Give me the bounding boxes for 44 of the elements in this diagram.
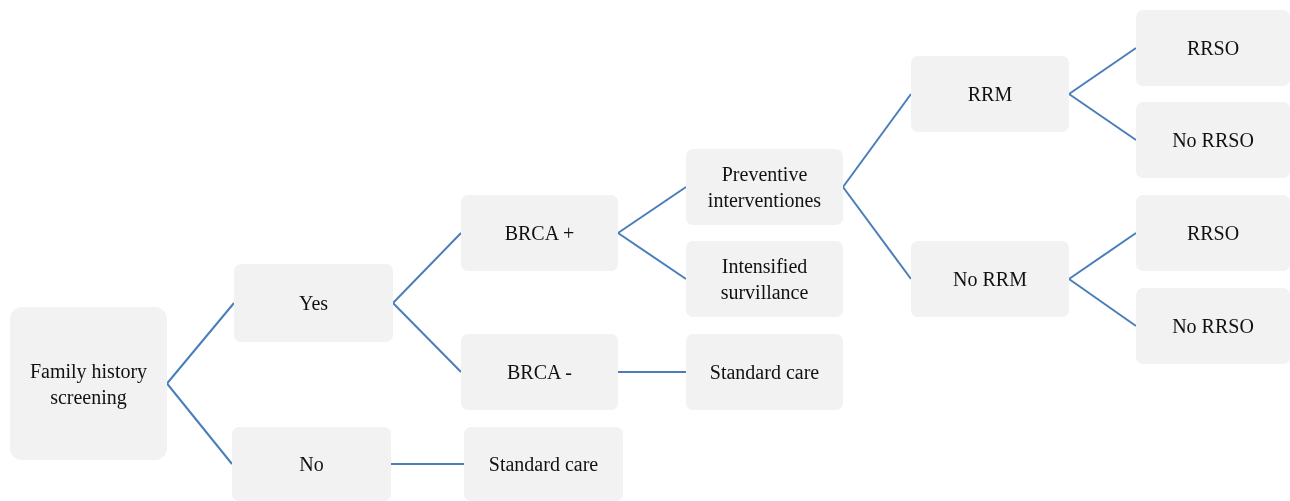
node-label: Standard care [488,452,599,477]
process-box [686,241,843,317]
node-label: No RRM [953,267,1027,292]
node-label: RRSO [1186,36,1240,61]
process-box [1136,195,1290,271]
node-label: No RRSO [1172,314,1254,339]
process-box [234,264,393,342]
node-label: No [299,452,324,477]
node-label: Standard care [709,360,820,385]
process-box [461,334,618,410]
connector-line [1068,278,1137,327]
node-label: BRCA - [507,360,572,385]
connector-line [617,186,687,234]
node-label: BRCA + [504,221,575,246]
process-box [1136,102,1290,178]
node-label: Preventive interventiones [706,162,823,213]
node-label: RRM [967,82,1013,107]
node-label: No RRSO [1172,128,1254,153]
connector-line [617,232,687,280]
process-box [10,307,167,460]
node-label: Yes [298,291,329,316]
node-label: Intensified survillance [719,254,810,305]
connector-line [1068,232,1137,280]
connector-line [166,302,235,385]
connector-line [392,302,462,373]
connector-line [617,371,687,373]
process-box [686,149,843,225]
process-box [232,427,391,501]
process-box [911,56,1069,132]
process-box [461,195,618,271]
process-box [1136,10,1290,86]
connector-line [842,186,912,280]
process-box [686,334,843,410]
connector-line [1068,93,1137,141]
connector-line [1068,47,1137,95]
connector-line [166,382,233,465]
process-box [464,427,623,501]
process-box [1136,288,1290,364]
connector-line [390,463,465,465]
node-label: Family history screening [28,358,149,410]
process-box [911,241,1069,317]
connector-line [392,232,462,304]
node-label: RRSO [1186,221,1240,246]
connector-line [842,93,912,188]
